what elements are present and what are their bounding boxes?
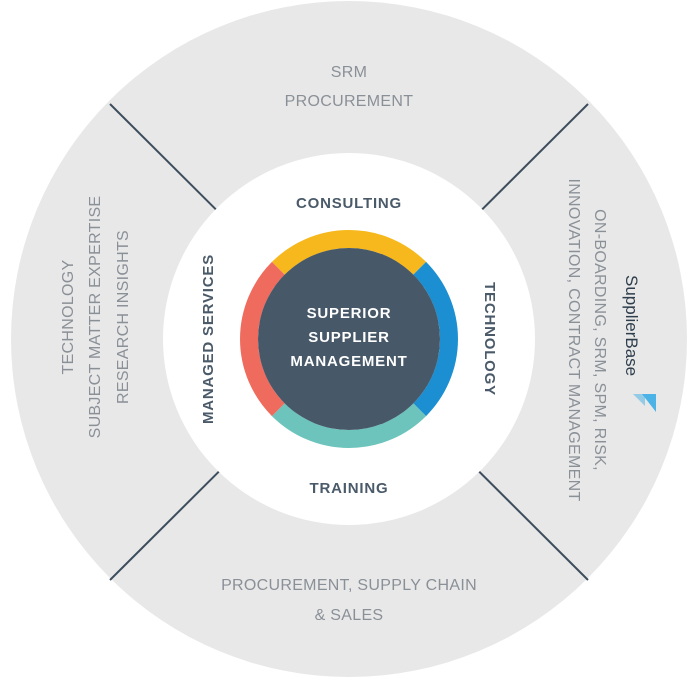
outer-top-line-2: PROCUREMENT [285,93,414,110]
supplierbase-logo-icon [642,394,656,412]
supplierbase-wordmark: SupplierBase [622,275,641,376]
outer-left-line-2: SUBJECT MATTER EXPERTISE [87,196,104,439]
arc-technology [413,261,458,417]
supplierbase-logo-icon-accent [633,394,645,406]
inner-label-consulting: CONSULTING [296,195,402,212]
outer-right-line-1: ON-BOARDING, SRM, SPM, RISK, [591,209,608,471]
arc-consulting [271,230,427,275]
outer-left-line-1: TECHNOLOGY [60,259,77,374]
outer-left-line-3: RESEARCH INSIGHTS [115,230,132,404]
arc-managed-services [240,261,285,417]
core-circle [258,248,440,430]
outer-top-line-1: SRM [331,64,367,81]
inner-label-managed-services: MANAGED SERVICES [200,254,217,424]
service-arcs [240,230,458,448]
core-line-2: SUPPLIER [308,329,389,346]
inner-label-training: TRAINING [310,480,389,497]
outer-right-line-2: INNOVATION, CONTRACT MANAGEMENT [565,178,582,501]
outer-bottom-line-2: & SALES [315,607,384,624]
outer-bottom-line-1: PROCUREMENT, SUPPLY CHAIN [221,577,477,594]
inner-label-technology: TECHNOLOGY [481,282,498,396]
core-line-3: MANAGEMENT [290,353,407,370]
core-line-1: SUPERIOR [307,305,392,322]
arc-training [271,403,427,448]
supplierbase-logo: SupplierBase [622,275,656,412]
